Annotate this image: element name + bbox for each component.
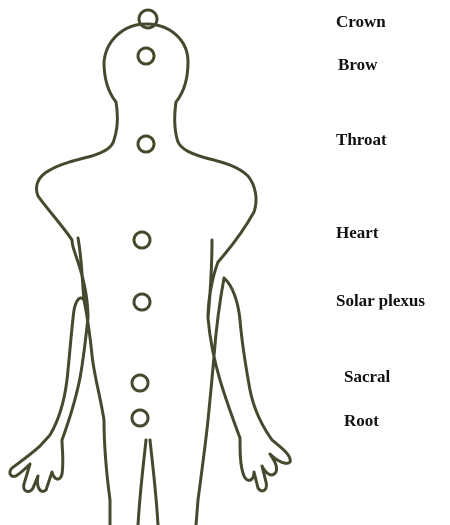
throat-chakra-circle xyxy=(138,136,154,152)
label-root: Root xyxy=(344,412,379,429)
label-solar-plexus: Solar plexus xyxy=(336,292,425,309)
heart-chakra-circle xyxy=(134,232,150,248)
right-inner-arm-line xyxy=(208,240,212,318)
label-heart: Heart xyxy=(336,224,378,241)
root-chakra-circle xyxy=(132,410,148,426)
label-crown: Crown xyxy=(336,13,386,30)
leg-divide-line xyxy=(138,440,146,525)
brow-chakra-circle xyxy=(138,48,154,64)
solar-plexus-chakra-circle xyxy=(134,294,150,310)
label-sacral: Sacral xyxy=(344,368,390,385)
label-brow: Brow xyxy=(338,56,377,73)
leg-divide-line-2 xyxy=(150,440,158,525)
label-throat: Throat xyxy=(336,131,387,148)
sacral-chakra-circle xyxy=(132,375,148,391)
